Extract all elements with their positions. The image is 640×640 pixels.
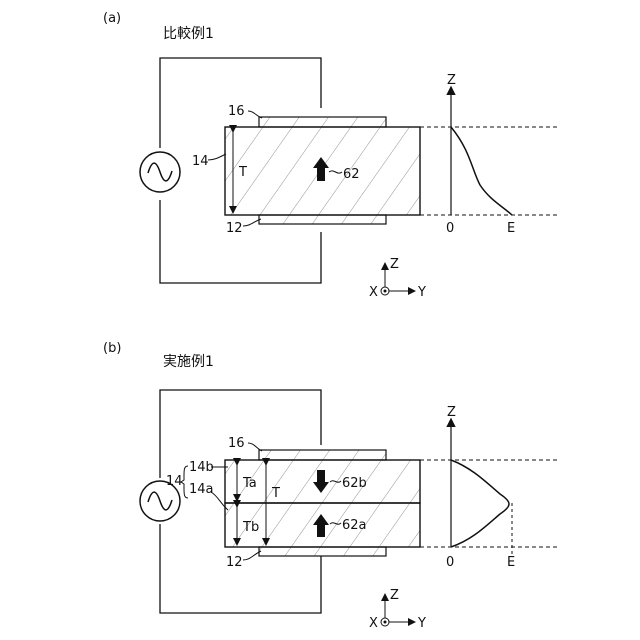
graph-origin-b: 0 [446, 555, 454, 570]
label-14-a: 14 [192, 154, 209, 169]
coordinate-axes-b: Z X Y [369, 588, 426, 631]
label-T-b: T [271, 486, 280, 501]
axis-x-b: X [369, 616, 378, 631]
graph-z-label-a: Z [447, 73, 456, 88]
label-16-a: 16 [228, 104, 245, 119]
top-electrode-a [259, 117, 386, 127]
panel-a-caption: (a) [103, 11, 121, 26]
label-16-b: 16 [228, 436, 245, 451]
leader-12-b [243, 551, 261, 560]
field-curve-b [451, 460, 509, 547]
panel-b-caption: (b) [103, 341, 121, 356]
label-14b: 14b [189, 460, 214, 475]
field-curve-a [451, 127, 512, 215]
ac-source-icon [140, 152, 180, 192]
coordinate-axes-a: Z X Y [369, 257, 426, 300]
leader-16-a [248, 111, 262, 118]
axis-y-a: Y [417, 285, 426, 300]
panel-a-title: 比較例1 [163, 26, 214, 42]
label-T-a: T [238, 165, 247, 180]
axis-z-a: Z [390, 257, 399, 272]
panel-b-title: 実施例1 [163, 354, 214, 370]
field-graph-b: Z 0 E [446, 405, 515, 570]
label-14a: 14a [189, 482, 214, 497]
leader-14-a [208, 154, 226, 160]
label-12-a: 12 [226, 221, 243, 236]
label-14-b: 14 [166, 474, 183, 489]
graph-e-label-a: E [507, 221, 515, 236]
graph-e-label-b: E [507, 555, 515, 570]
label-62a: 62a [342, 518, 367, 533]
label-12-b: 12 [226, 555, 243, 570]
label-Ta: Ta [242, 476, 257, 491]
axis-y-b: Y [417, 616, 426, 631]
label-62: 62 [343, 167, 360, 182]
panel-a: (a) 比較例1 16 12 14 T 62 [103, 11, 560, 300]
leader-16-b [248, 443, 262, 451]
graph-z-label-b: Z [447, 405, 456, 420]
label-62b: 62b [342, 476, 367, 491]
field-graph-a: Z 0 E [446, 73, 515, 236]
bottom-electrode-b [259, 547, 386, 556]
leader-12-a [243, 219, 261, 226]
top-electrode-b [259, 450, 386, 460]
graph-origin-a: 0 [446, 221, 454, 236]
axis-z-b: Z [390, 588, 399, 603]
axis-x-a: X [369, 285, 378, 300]
bottom-electrode-a [259, 215, 386, 224]
panel-b: (b) 実施例1 16 12 14 14b 14a Ta Tb T [103, 341, 560, 631]
label-Tb: Tb [242, 520, 259, 535]
